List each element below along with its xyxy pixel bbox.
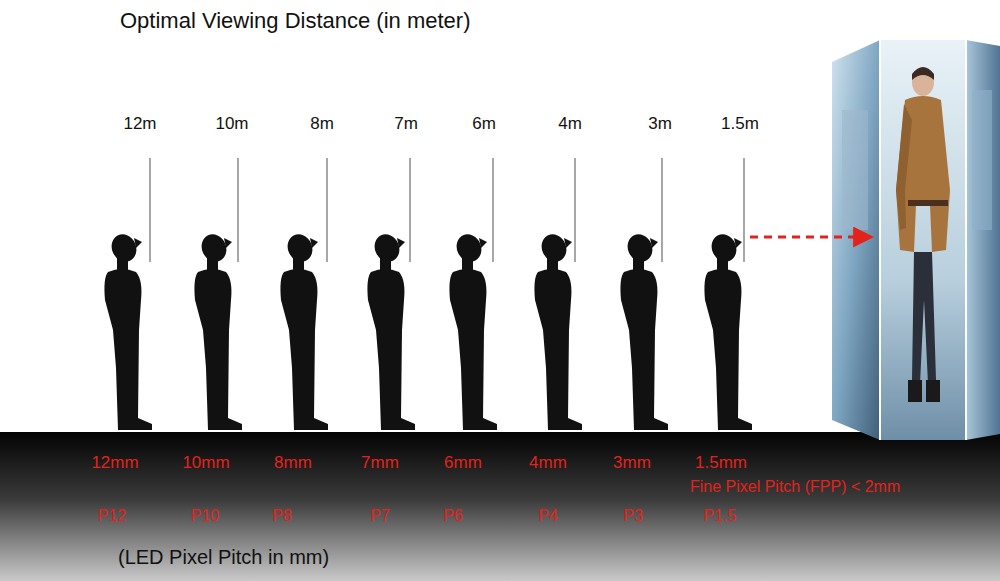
pointer-arrow bbox=[750, 236, 872, 239]
pitch-code: P8 bbox=[272, 507, 292, 525]
distance-label: 12m bbox=[123, 114, 156, 134]
pitch-code: P4 bbox=[538, 507, 558, 525]
viewer-silhouette bbox=[449, 230, 497, 430]
axis-caption: (LED Pixel Pitch in mm) bbox=[118, 546, 329, 569]
distance-markers bbox=[150, 158, 744, 262]
distance-line bbox=[743, 158, 745, 262]
led-screen bbox=[832, 40, 1000, 440]
viewer-group bbox=[104, 230, 752, 430]
pitch-label: 12mm bbox=[91, 453, 138, 473]
pitch-label: 6mm bbox=[444, 453, 482, 473]
viewer-silhouette bbox=[620, 230, 668, 430]
distance-label: 1.5m bbox=[721, 114, 759, 134]
pitch-label: 8mm bbox=[274, 453, 312, 473]
viewer-silhouette bbox=[704, 230, 752, 430]
distance-label: 4m bbox=[558, 114, 582, 134]
viewer-silhouette bbox=[367, 230, 415, 430]
pitch-code: P1.5 bbox=[704, 507, 737, 525]
pitch-code: P7 bbox=[370, 507, 390, 525]
pitch-code: P3 bbox=[623, 507, 643, 525]
fpp-note: Fine Pixel Pitch (FPP) < 2mm bbox=[690, 478, 900, 496]
distance-label: 6m bbox=[472, 114, 496, 134]
distance-line bbox=[149, 158, 151, 262]
distance-line bbox=[574, 158, 576, 262]
pitch-code: P12 bbox=[98, 507, 126, 525]
viewer-silhouette bbox=[280, 230, 328, 430]
pitch-code: P10 bbox=[191, 507, 219, 525]
distance-line bbox=[409, 158, 411, 262]
distance-label: 10m bbox=[215, 114, 248, 134]
model-figure bbox=[896, 67, 950, 402]
pitch-label: 10mm bbox=[182, 453, 229, 473]
pitch-label: 1.5mm bbox=[695, 453, 747, 473]
distance-line bbox=[661, 158, 663, 262]
pitch-label: 3mm bbox=[613, 453, 651, 473]
pitch-code: P6 bbox=[443, 507, 463, 525]
distance-line bbox=[326, 158, 328, 262]
distance-line bbox=[237, 158, 239, 262]
pitch-label: 7mm bbox=[361, 453, 399, 473]
distance-label: 3m bbox=[648, 114, 672, 134]
distance-line bbox=[492, 158, 494, 262]
distance-label: 8m bbox=[310, 114, 334, 134]
viewer-silhouette bbox=[194, 230, 242, 430]
viewer-silhouette bbox=[104, 230, 152, 430]
ground bbox=[0, 432, 1000, 581]
distance-label: 7m bbox=[394, 114, 418, 134]
chart-title: Optimal Viewing Distance (in meter) bbox=[120, 8, 471, 33]
pitch-label: 4mm bbox=[529, 453, 567, 473]
